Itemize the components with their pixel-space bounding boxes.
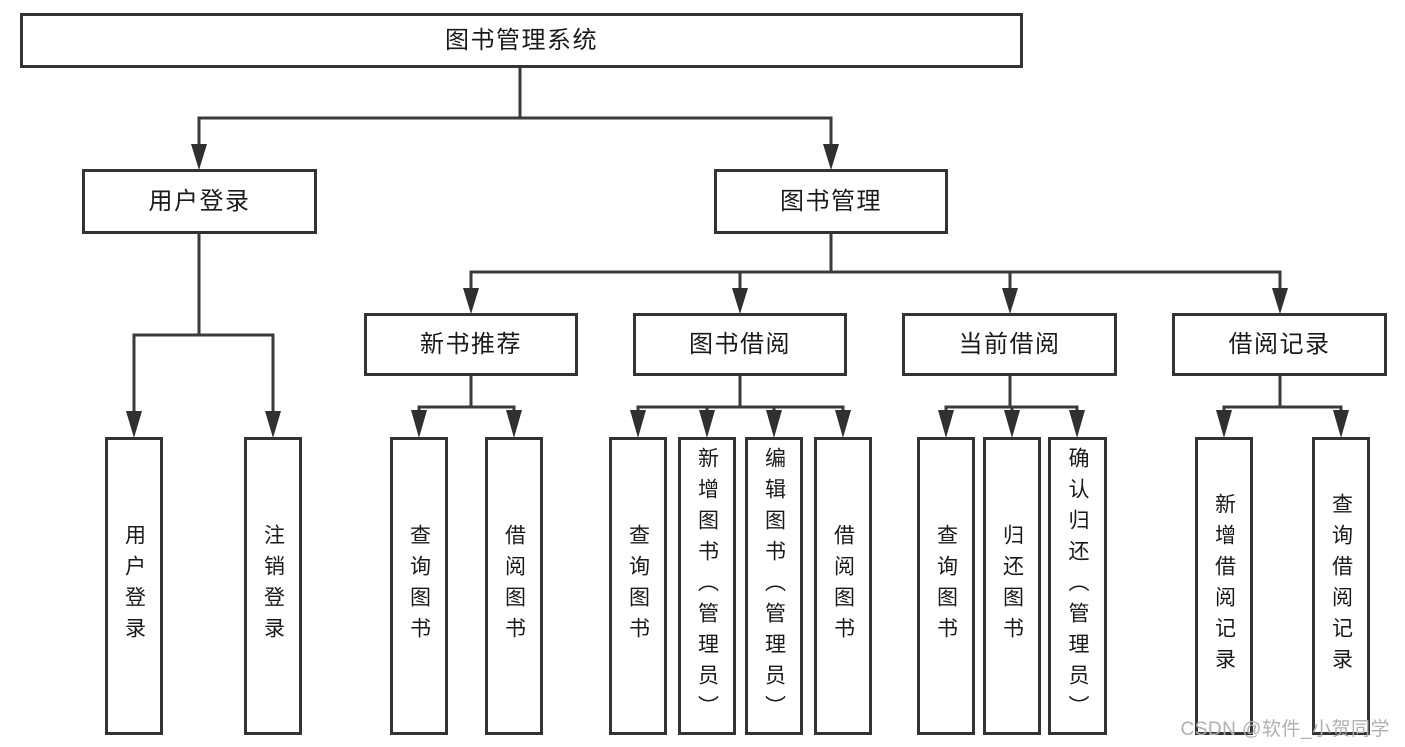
node-borrow-records: 借阅记录 (1172, 313, 1387, 376)
node-leaf-bb-edit-books-admin: 编辑图书（管理员） (745, 437, 803, 735)
node-label: 图书管理系统 (445, 26, 598, 54)
node-library-system: 图书管理系统 (20, 13, 1023, 68)
node-leaf-nb-borrow-books: 借阅图书 (485, 437, 543, 735)
node-label: 查询图书 (934, 524, 958, 648)
node-label: 图书管理 (780, 187, 882, 215)
node-label: 借阅图书 (502, 524, 526, 648)
node-leaf-logout: 注销登录 (244, 437, 302, 735)
node-leaf-br-add-record: 新增借阅记录 (1195, 437, 1253, 735)
node-label: 查询借阅记录 (1329, 493, 1353, 679)
node-label: 注销登录 (261, 524, 285, 648)
node-label: 用户登录 (122, 524, 146, 648)
node-label: 当前借阅 (958, 330, 1061, 358)
node-user-login: 用户登录 (82, 169, 317, 234)
node-label: 借阅记录 (1228, 330, 1331, 358)
node-leaf-cb-return-books: 归还图书 (983, 437, 1041, 735)
node-label: 新书推荐 (420, 330, 522, 358)
node-book-management: 图书管理 (714, 169, 948, 234)
node-leaf-cb-confirm-return-admin: 确认归还（管理员） (1048, 437, 1107, 735)
node-leaf-br-query-record: 查询借阅记录 (1312, 437, 1370, 735)
node-leaf-bb-borrow-books: 借阅图书 (814, 437, 872, 735)
node-label: 编辑图书（管理员） (762, 446, 786, 726)
node-label: 用户登录 (148, 187, 251, 215)
watermark: CSDN @软件_小贺同学 (1180, 719, 1390, 740)
node-label: 查询图书 (407, 524, 431, 648)
node-label: 借阅图书 (831, 524, 855, 648)
node-label: 新增图书（管理员） (695, 446, 719, 726)
node-leaf-bb-add-books-admin: 新增图书（管理员） (678, 437, 736, 735)
node-book-borrowing: 图书借阅 (633, 313, 847, 376)
node-leaf-cb-query-books: 查询图书 (917, 437, 975, 735)
node-current-borrowing: 当前借阅 (902, 313, 1117, 376)
node-new-book-recommendation: 新书推荐 (364, 313, 578, 376)
node-label: 确认归还（管理员） (1066, 446, 1089, 726)
node-label: 归还图书 (1000, 524, 1024, 648)
node-leaf-bb-query-books: 查询图书 (609, 437, 667, 735)
node-label: 查询图书 (626, 524, 650, 648)
node-leaf-nb-query-books: 查询图书 (390, 437, 448, 735)
node-leaf-user-login: 用户登录 (105, 437, 163, 735)
node-label: 图书借阅 (689, 330, 791, 358)
node-label: 新增借阅记录 (1212, 493, 1236, 679)
